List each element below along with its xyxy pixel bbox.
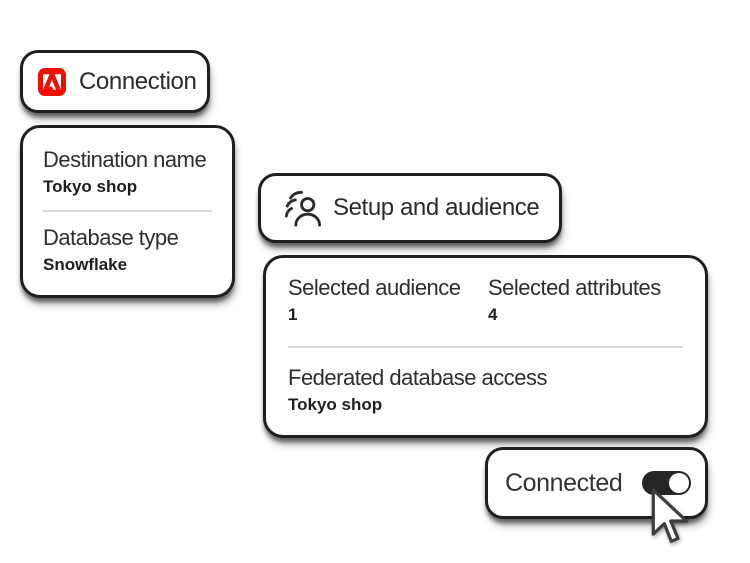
- federated-access-field: Federated database access Tokyo shop: [288, 364, 683, 416]
- destination-name-field: Destination name Tokyo shop: [43, 146, 212, 198]
- database-type-label: Database type: [43, 224, 179, 250]
- connected-card: Connected: [485, 447, 708, 519]
- selected-audience-value: 1: [288, 305, 298, 325]
- stats-row: Selected audience 1 Selected attributes …: [288, 274, 683, 326]
- selected-audience-stat: Selected audience 1: [288, 274, 488, 326]
- divider: [288, 345, 683, 348]
- selected-attributes-label: Selected attributes: [488, 275, 661, 300]
- connected-label: Connected: [505, 468, 623, 497]
- summary-card: Selected audience 1 Selected attributes …: [263, 255, 708, 438]
- destination-card: Destination name Tokyo shop Database typ…: [20, 125, 235, 298]
- connected-toggle[interactable]: [642, 471, 691, 495]
- toggle-knob: [668, 473, 689, 493]
- destination-name-label: Destination name: [43, 147, 207, 172]
- database-type-value: Snowflake: [43, 255, 128, 275]
- database-type-field: Database type Snowflake: [43, 224, 212, 276]
- connection-title: Connection: [79, 67, 197, 95]
- federated-access-value: Tokyo shop: [288, 395, 383, 415]
- connection-card: Connection: [20, 50, 210, 113]
- divider: [43, 209, 212, 212]
- adobe-logo-icon: [38, 67, 66, 96]
- destination-name-value: Tokyo shop: [43, 177, 138, 197]
- setup-audience-title: Setup and audience: [333, 194, 540, 221]
- setup-audience-card: Setup and audience: [258, 173, 562, 243]
- selected-attributes-stat: Selected attributes 4: [488, 274, 683, 326]
- selected-attributes-value: 4: [488, 305, 498, 325]
- selected-audience-label: Selected audience: [288, 275, 461, 300]
- audience-icon: [283, 188, 321, 228]
- federated-access-label: Federated database access: [288, 364, 548, 390]
